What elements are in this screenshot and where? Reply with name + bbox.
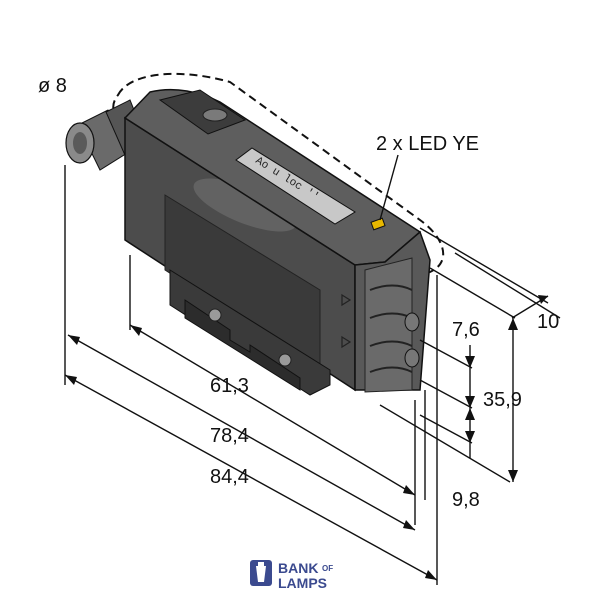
length-dimension-label-b: 78,4 <box>210 425 249 447</box>
fiber-port-lower <box>404 348 420 368</box>
bottom-pitch-dimension-label: 9,8 <box>452 489 480 511</box>
diameter-label: ø 8 <box>38 75 67 97</box>
bank-of-lamps-logo: BANK OF LAMPS <box>250 560 333 591</box>
width-dimension-label: 10 <box>537 311 559 333</box>
housing-highlight <box>193 178 297 232</box>
fiber-port-upper <box>404 312 420 332</box>
dimension-arrows <box>65 295 548 580</box>
dimension-lines <box>64 154 561 585</box>
length-dimension-label-c: 84,4 <box>210 466 249 488</box>
end-cap-grooves <box>369 284 413 373</box>
rocker-switch <box>158 89 247 135</box>
led-callout-label: 2 x LED YE <box>376 133 479 155</box>
display-window <box>235 147 356 225</box>
logo-line2: LAMPS <box>278 575 327 591</box>
height-dimension-label: 35,9 <box>483 389 522 411</box>
top-pitch-dimension-label: 7,6 <box>452 319 480 341</box>
din-rail-foot <box>169 269 331 396</box>
logo-line1-suffix: OF <box>322 564 333 573</box>
led-indicator <box>370 217 386 231</box>
length-dimension-label-a: 61,3 <box>210 375 249 397</box>
logo-line1: BANK <box>278 560 318 576</box>
